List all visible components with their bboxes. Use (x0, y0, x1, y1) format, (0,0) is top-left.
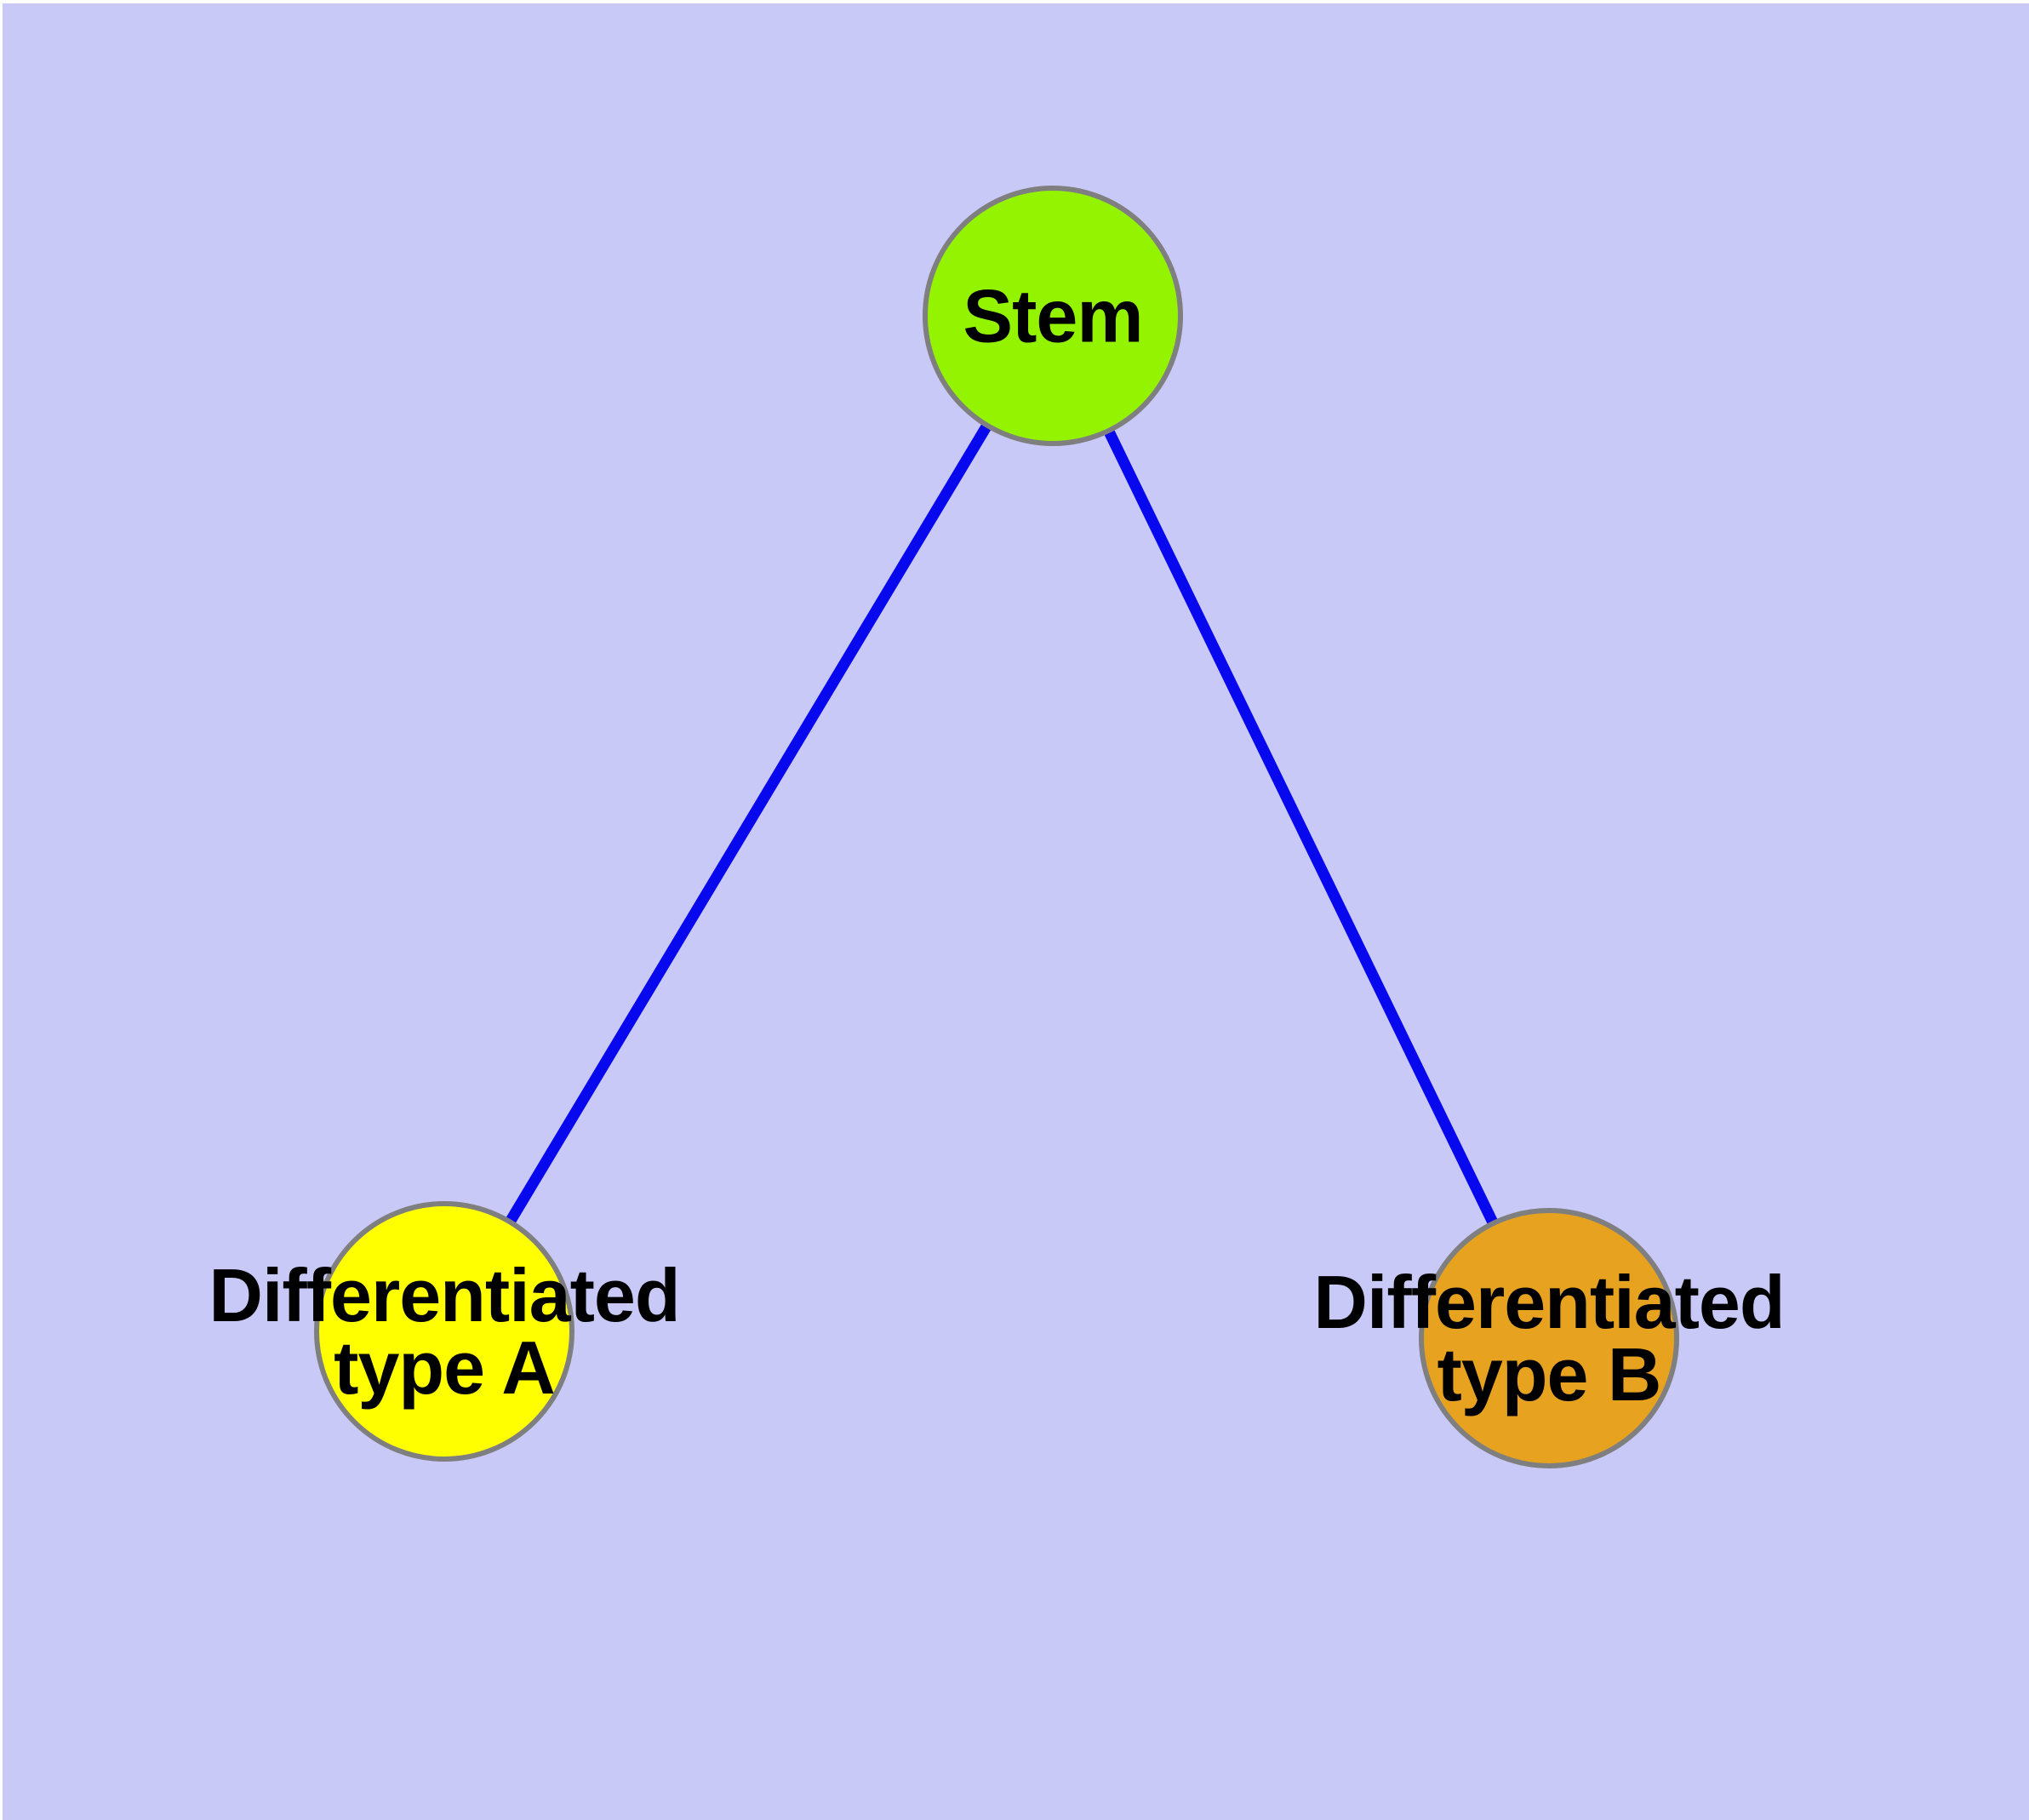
node-label-stem: Stem (963, 273, 1143, 358)
node-circle-type-b (1419, 1208, 1679, 1468)
node-label-line: Differentiated (1313, 1260, 1785, 1344)
node-label-line: Differentiated (209, 1253, 680, 1337)
node-label-line: type A (334, 1325, 556, 1410)
node-label-line: Stem (963, 273, 1143, 358)
node-circle-stem (923, 186, 1183, 446)
edge-stem-type-a (439, 312, 1058, 1335)
left-margin-strip (0, 0, 3, 1820)
node-label-line: type B (1437, 1332, 1662, 1417)
top-margin-strip (0, 0, 2029, 3)
node-circle-type-a (314, 1201, 574, 1462)
edge-stem-type-b (1048, 313, 1554, 1341)
